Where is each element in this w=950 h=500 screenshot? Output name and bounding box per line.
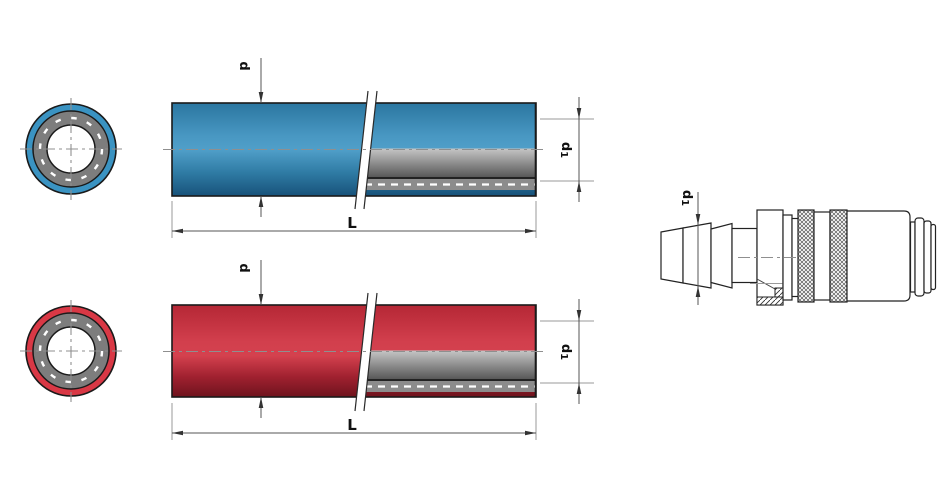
coupling-side-view (660, 209, 937, 306)
reinforcement-dashes (38, 318, 104, 384)
hose-cutaway-layers (363, 350, 536, 392)
wall-cutaway (363, 148, 536, 177)
nose-neck (909, 221, 916, 293)
dim-inner-diameter-coupling: d1 (679, 190, 701, 305)
reinforcement-dashes (38, 116, 104, 182)
arrowhead-down (576, 108, 582, 119)
label-length: L (347, 214, 357, 232)
sleeve-groove (813, 211, 831, 301)
label-d1-base: d (558, 344, 573, 353)
arrowhead-down (695, 214, 701, 225)
blue-hose-side-view (163, 90, 547, 210)
dim-outer-diameter-blue: d (236, 58, 264, 217)
label-d1-sub: 1 (679, 199, 690, 206)
barb-tip (660, 227, 684, 284)
dim-length-red: L (171, 403, 537, 440)
flange-section-line (756, 278, 776, 290)
label-d: d (236, 263, 251, 272)
nose-disc-1 (914, 217, 925, 297)
arrowhead-down (258, 92, 264, 103)
arrowhead-up (258, 196, 264, 207)
label-d1: d1 (558, 344, 573, 360)
label-length: L (347, 416, 357, 434)
hose-cutaway-layers (363, 148, 536, 190)
nose-disc-2 (923, 220, 932, 294)
arrowhead-down (258, 294, 264, 305)
break-line-left (354, 292, 369, 412)
knurl-band-2 (829, 209, 848, 303)
arrowhead-right (525, 430, 536, 436)
layer-separator (363, 379, 536, 381)
arrowhead-left (172, 430, 183, 436)
label-d1-base: d (558, 142, 573, 151)
flange-hatch-band (756, 296, 784, 306)
barb-cone-1 (682, 222, 712, 289)
red-hose-cross-section (20, 300, 122, 402)
dim-length-blue: L (171, 201, 537, 238)
arrowhead-up (258, 397, 264, 408)
arrowhead-up (695, 286, 701, 297)
arrowhead-up (576, 181, 582, 192)
label-d1-sub: 1 (558, 151, 569, 158)
arrowhead-down (576, 310, 582, 321)
arrowhead-right (525, 228, 536, 234)
wall-cutaway (363, 350, 536, 379)
arrowhead-up (576, 383, 582, 394)
coupling-body (846, 210, 911, 302)
label-d: d (236, 61, 251, 70)
layer-separator (363, 177, 536, 179)
break-line-left (354, 90, 369, 210)
label-d1-base: d (679, 190, 694, 199)
dim-inner-diameter-blue: d1 (540, 97, 594, 202)
dim-outer-diameter-red: d (236, 260, 264, 418)
label-d1-sub: 1 (558, 353, 569, 360)
barb-cone-2 (710, 222, 733, 289)
blue-hose-cross-section (20, 98, 122, 200)
red-hose-side-view (163, 292, 547, 412)
barb-shank (731, 227, 758, 284)
arrowhead-left (172, 228, 183, 234)
label-d1: d1 (679, 190, 694, 206)
knurl-band-1 (797, 209, 815, 303)
flange-hatch-riser (774, 287, 784, 298)
nose-cap (930, 223, 937, 291)
label-d1: d1 (558, 142, 573, 158)
dim-inner-diameter-red: d1 (540, 299, 594, 404)
